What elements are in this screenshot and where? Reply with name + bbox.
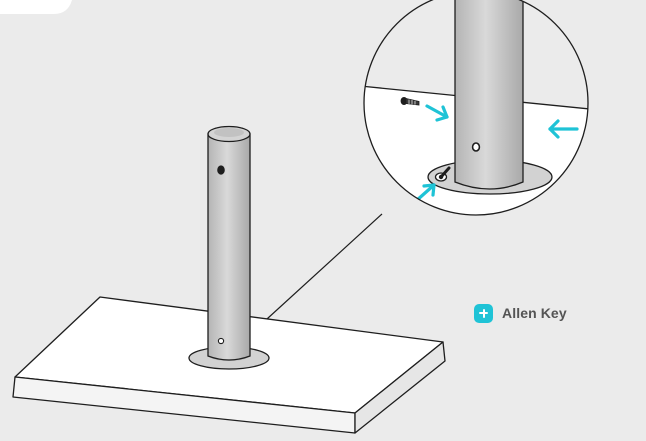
pole	[188, 125, 270, 370]
plus-icon	[474, 303, 493, 323]
arrow-top-left	[425, 104, 449, 122]
legend-label-allen-key: Allen Key	[502, 305, 567, 321]
screw-top-left	[400, 97, 420, 106]
screw-right	[601, 125, 623, 133]
leader-line	[255, 213, 383, 330]
pole-hole-upper	[217, 165, 225, 175]
legend: Allen Key	[474, 303, 567, 323]
zoom-detail	[363, 0, 623, 216]
corner-tab	[0, 0, 72, 14]
arrow-right	[548, 119, 579, 139]
pole-body	[207, 133, 251, 361]
pole-hole-lower	[217, 337, 225, 345]
zoom-pole-hole	[471, 142, 481, 152]
arrow-bottom-left	[414, 183, 436, 203]
screw-in-flange	[438, 166, 451, 180]
base-plate-side-edge	[354, 341, 446, 434]
zoom-pole	[454, 0, 524, 190]
